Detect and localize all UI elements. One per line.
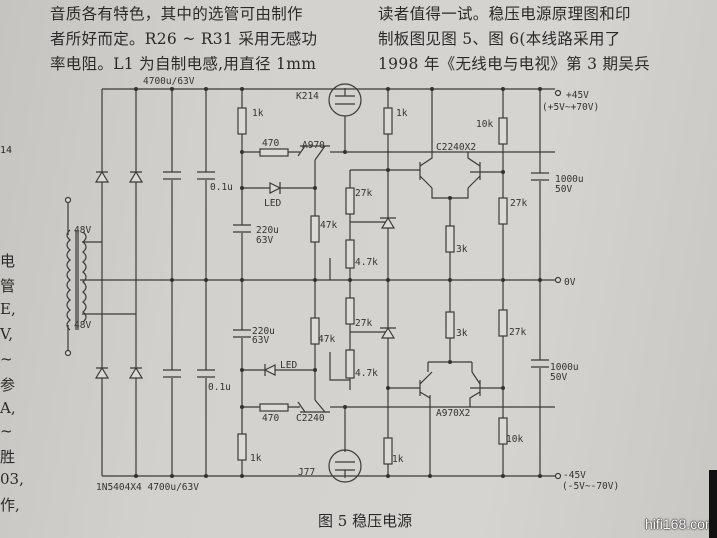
input-terminal: [64, 196, 72, 204]
label: 27k: [509, 327, 526, 338]
transistors: [297, 89, 481, 413]
label: 3k: [456, 328, 468, 339]
label: 50V: [550, 372, 567, 383]
watermark: hifi168.com: [645, 516, 717, 532]
label: -45V: [563, 470, 586, 481]
transformer: [64, 196, 87, 357]
label: 48V: [74, 320, 91, 331]
margin-text: E,: [0, 300, 16, 318]
label: 4.7k: [355, 368, 378, 379]
margin-text: 参: [0, 376, 16, 394]
text-line: 1998 年《无线电与电视》第 3 期吴兵: [378, 55, 650, 73]
figure-caption: 图 5 稳压电源: [318, 512, 413, 530]
text-line: 读者值得一试。稳压电源原理图和印: [378, 5, 631, 23]
label: C2240: [296, 413, 325, 424]
label: 0.1u: [210, 182, 233, 193]
label: 47k: [320, 220, 337, 231]
margin-text: 管: [0, 277, 16, 295]
leds-zeners: [263, 182, 396, 376]
mosfet-k214-symbol: [328, 83, 362, 117]
label: (-5V~-70V): [562, 481, 619, 492]
label: 220u: [252, 326, 275, 337]
label: 1k: [392, 454, 404, 465]
label: 1k: [252, 108, 264, 119]
body-text-right: 读者值得一试。稳压电源原理图和印 制板图见图 5、图 6(本线路采用了 1998…: [378, 2, 668, 77]
label: 47k: [318, 334, 335, 345]
label: 1N5404X4 4700u/63V: [96, 482, 199, 493]
label: 27k: [355, 318, 372, 329]
label: 63V: [256, 235, 273, 246]
label: (+5V~+70V): [542, 102, 599, 113]
margin-text: 03,: [0, 470, 24, 488]
output-terminal-negative: [554, 472, 562, 480]
page-edge-shadow: [709, 470, 717, 538]
body-text-left: 音质各有特色，其中的选管可由制作 者所好而定。R26 ~ R31 采用无感功 率…: [50, 2, 340, 77]
label: 10k: [506, 434, 523, 445]
label: 1000u: [550, 362, 579, 373]
label: A970X2: [436, 408, 470, 419]
resistors: [237, 107, 508, 465]
margin-text: V,: [0, 325, 13, 343]
label: A970: [302, 140, 325, 151]
label: C2240X2: [436, 142, 476, 153]
label: K214: [296, 91, 319, 102]
label: 1k: [396, 108, 408, 119]
label: 27k: [355, 188, 372, 199]
label: 0.1u: [208, 382, 231, 393]
label: 50V: [555, 184, 572, 195]
text-line: 制板图见图 5、图 6(本线路采用了: [378, 30, 621, 48]
label: 63V: [252, 335, 269, 346]
label: 470: [262, 138, 279, 149]
text-line: 者所好而定。R26 ~ R31 采用无感功: [50, 30, 318, 48]
output-terminal-zero: [554, 276, 562, 284]
label: LED: [280, 360, 297, 371]
label: LED: [264, 198, 281, 209]
margin-text: ~: [0, 350, 13, 368]
label: 220u: [256, 225, 279, 236]
margin-text: ~: [0, 422, 13, 440]
output-terminal-positive: [554, 89, 562, 97]
label: J77: [298, 467, 315, 478]
margin-text: 14: [0, 145, 13, 156]
label: 10k: [476, 119, 493, 130]
label: 1k: [250, 453, 262, 464]
text-line: 音质各有特色，其中的选管可由制作: [50, 5, 303, 23]
label: 3k: [456, 244, 468, 255]
input-terminal: [64, 349, 72, 357]
capacitors: [162, 171, 550, 378]
margin-text: 电: [0, 252, 16, 270]
margin-text: 胜: [0, 448, 16, 466]
margin-text: 作,: [0, 496, 20, 514]
wires: [67, 88, 555, 477]
junction-dots: [134, 87, 542, 478]
label: 470: [262, 413, 279, 424]
text-line: 率电阻。L1 为自制电感,用直径 1mm: [50, 55, 317, 73]
label: +45V: [566, 90, 589, 101]
label: 1000u: [555, 174, 584, 185]
label: 4700u/63V: [143, 76, 195, 87]
label: 27k: [510, 198, 527, 209]
label: 4.7k: [355, 257, 378, 268]
margin-text: A,: [0, 399, 16, 417]
label: 48V: [74, 225, 91, 236]
rectifier-diodes: [94, 170, 144, 379]
label: 0V: [564, 277, 576, 288]
mosfet-j77-symbol: [328, 449, 362, 483]
